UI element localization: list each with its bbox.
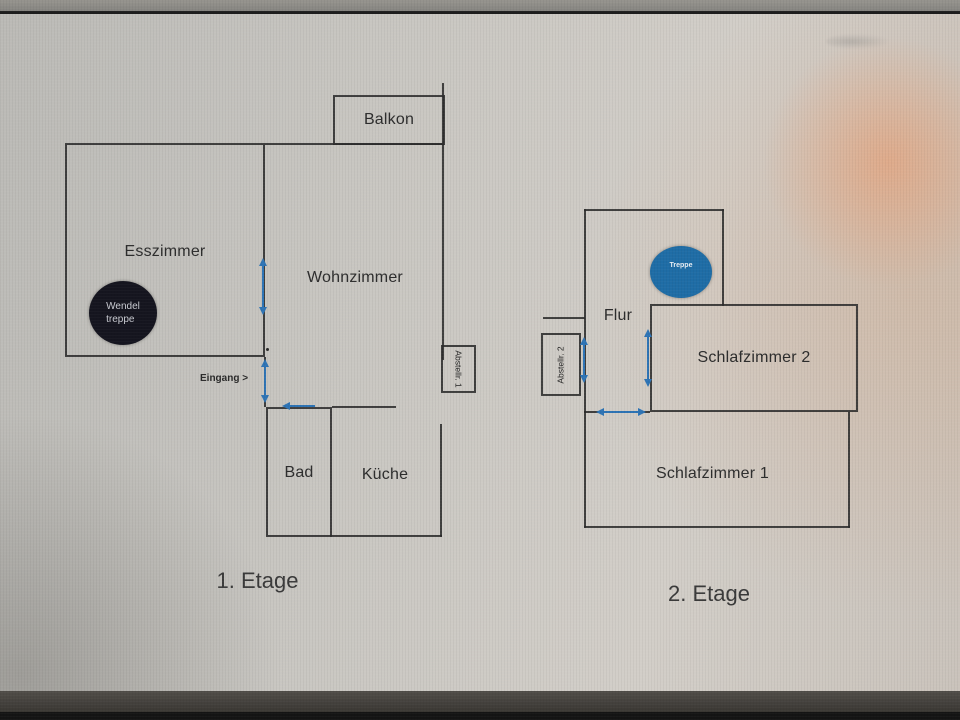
screen-smudge: [826, 34, 890, 49]
schlafzimmer2-room-outline: Schlafzimmer 2: [650, 304, 858, 412]
wendeltreppe-label: Wendel treppe: [106, 301, 140, 325]
floor1-caption: 1. Etage: [216, 568, 299, 593]
treppe-label: Treppe: [669, 261, 693, 269]
bad-label: Bad: [284, 464, 314, 481]
wall-segment: [442, 83, 444, 360]
schlafzimmer2-door-arrow: [643, 329, 652, 387]
wall-segment: [584, 209, 724, 211]
eingang-label: Eingang >: [200, 373, 249, 384]
esszimmer-room-outline: [65, 143, 265, 357]
wohnzimmer-label: Wohnzimmer: [307, 269, 403, 286]
monitor-bezel-edge: [0, 11, 960, 14]
schlafzimmer1-label: Schlafzimmer 1: [655, 465, 770, 482]
abstellraum2-outline: Abstellr. 2: [541, 333, 581, 396]
desk-shadow-band: [0, 691, 960, 712]
floorplan-document: Balkon Esszimmer Wendel treppe Wohnzimme…: [0, 14, 960, 691]
floor2-caption: 2. Etage: [668, 581, 750, 606]
abstellraum1-outline: Abstellr. 1: [441, 345, 476, 393]
wall-segment: [848, 412, 850, 528]
monitor-bezel-bottom: [0, 712, 960, 720]
abstellraum1-label: Abstellr. 1: [453, 350, 464, 388]
wall-segment: [332, 406, 396, 408]
schlafzimmer1-door-arrow: [596, 407, 646, 416]
balkon-label: Balkon: [363, 111, 415, 128]
wall-segment: [722, 209, 724, 306]
treppe-stairs: Treppe: [650, 246, 712, 298]
wohnzimmer-door-arrow: [258, 258, 267, 315]
flur-label: Flur: [603, 307, 633, 324]
abstellraum2-door-arrow: [579, 337, 588, 383]
balkon-room-outline: Balkon: [333, 95, 445, 145]
kueche-label: Küche: [361, 466, 409, 483]
wall-segment: [440, 424, 442, 537]
wall-segment: [584, 526, 850, 528]
wall-segment: [543, 317, 585, 319]
bad-door-arrow: [282, 401, 315, 410]
wall-segment: [584, 209, 586, 528]
abstellraum2-label: Abstellr. 2: [556, 345, 567, 384]
wall-segment: [330, 535, 442, 537]
monitor-bezel-top: [0, 0, 960, 11]
schlafzimmer2-label: Schlafzimmer 2: [697, 349, 811, 366]
eingang-door-arrow: [260, 359, 269, 403]
esszimmer-label: Esszimmer: [124, 243, 206, 260]
stray-dot: [266, 348, 269, 351]
bad-room-outline: [266, 407, 332, 537]
wall-segment: [265, 143, 444, 145]
wendeltreppe-spiral-stairs: Wendel treppe: [89, 281, 157, 345]
